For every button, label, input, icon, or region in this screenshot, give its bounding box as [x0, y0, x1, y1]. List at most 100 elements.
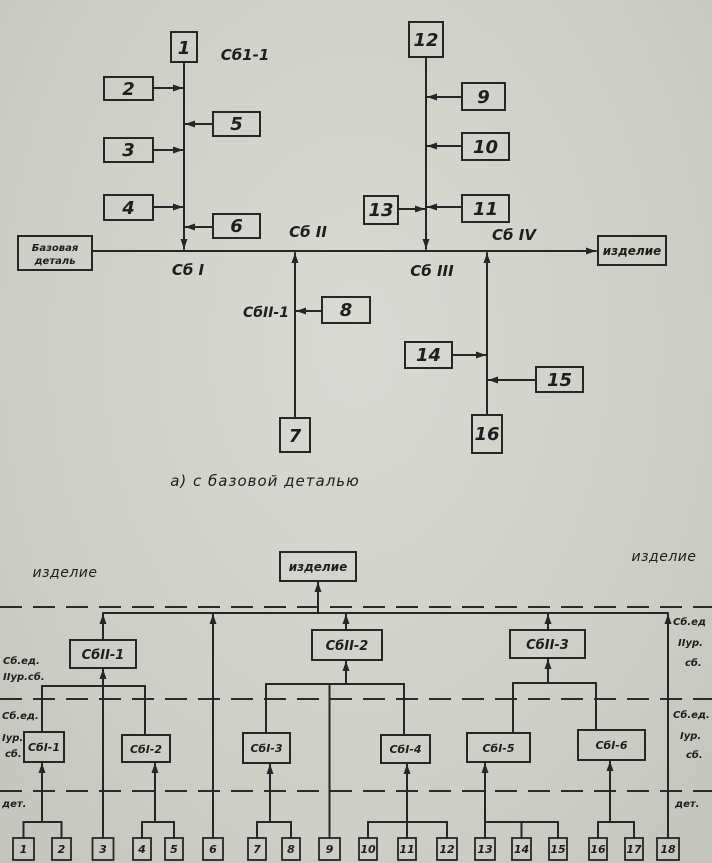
- part-box-13: 13: [474, 837, 496, 861]
- right-level2-label-line3: сб.: [685, 657, 702, 669]
- right-level1-label-line1: Сб.ед.: [673, 709, 710, 721]
- base-part-label-line1: Базовая: [32, 243, 79, 254]
- level1-unit-label: СбI-6: [595, 739, 627, 752]
- part-box-8: 8: [321, 296, 371, 324]
- level2-unit-label: СбII-3: [526, 638, 569, 653]
- product-label: изделие: [603, 244, 662, 258]
- label-sb3: Сб III: [410, 262, 454, 280]
- part-box-9: 9: [461, 82, 506, 111]
- part-number: 14: [514, 843, 529, 856]
- part-number: 2: [122, 79, 135, 100]
- part-box-7: 7: [279, 417, 311, 453]
- level1-unit-label: СбI-4: [389, 743, 421, 756]
- part-number: 12: [413, 30, 438, 51]
- part-number: 1: [20, 843, 28, 856]
- part-box-2: 2: [103, 76, 154, 101]
- label-sb4: Сб IV: [492, 226, 537, 244]
- part-number: 13: [477, 843, 493, 856]
- left-parts-label: дет.: [1, 799, 26, 810]
- part-box-12: 12: [436, 837, 458, 861]
- part-box-10: 10: [461, 132, 510, 161]
- level1-unit-sb1-5: СбI-5: [466, 732, 531, 763]
- label-sb2: Сб II: [289, 223, 327, 241]
- part-number: 11: [473, 199, 498, 220]
- diagram-a-caption: а) с базовой деталью: [170, 472, 360, 490]
- part-box-4: 4: [103, 194, 154, 221]
- part-box-15: 15: [535, 366, 584, 393]
- label-sb2-1: СбII-1: [243, 305, 289, 321]
- part-box-13: 13: [363, 195, 399, 225]
- level2-unit-sb2-2: СбII-2: [311, 629, 383, 661]
- product-box: изделие: [279, 551, 357, 582]
- level1-unit-label: СбI-2: [130, 743, 162, 756]
- part-number: 8: [340, 300, 353, 321]
- part-box-16: 16: [588, 837, 608, 861]
- product-box: изделие: [597, 235, 667, 266]
- part-number: 18: [660, 843, 676, 856]
- level2-unit-label: СбII-1: [82, 648, 125, 663]
- part-number: 14: [416, 345, 441, 366]
- part-number: 3: [99, 843, 107, 856]
- part-number: 6: [209, 843, 217, 856]
- right-parts-label: дет.: [674, 799, 699, 810]
- level2-unit-label: СбII-2: [326, 639, 369, 654]
- part-box-16: 16: [471, 414, 503, 454]
- left-level1-label-line2: Iур.: [2, 733, 23, 744]
- label-sb1-1: Сб1-1: [221, 46, 270, 64]
- right-level1-label-line3: сб.: [686, 749, 703, 761]
- diagram-b-hierarchy: изделие изделие изделие: [0, 549, 712, 861]
- part-number: 1: [178, 38, 191, 59]
- part-number: 9: [326, 843, 334, 856]
- level1-unit-label: СбI-5: [482, 742, 514, 755]
- part-number: 6: [230, 216, 243, 237]
- part-number: 17: [626, 843, 642, 856]
- part-number: 5: [170, 843, 178, 856]
- part-box-1: 1: [170, 31, 198, 63]
- part-box-2: 2: [51, 837, 72, 861]
- part-box-17: 17: [624, 837, 644, 861]
- part-number: 16: [590, 843, 606, 856]
- part-number: 4: [121, 198, 135, 219]
- level1-unit-sb1-6: СбI-6: [577, 729, 646, 761]
- level1-unit-sb1-1: СбI-1: [23, 731, 65, 763]
- left-level-labels: Сб.ед. IIур.сб. Сб.ед. Iур. сб. дет.: [1, 655, 45, 810]
- part-number: 15: [550, 843, 566, 856]
- diagram-a-with-base-part: Базовая деталь изделие 1 2 3 4: [17, 21, 667, 490]
- level2-unit-sb2-3: СбII-3: [509, 629, 586, 659]
- part-number: 16: [474, 424, 499, 445]
- part-box-14: 14: [404, 341, 453, 369]
- part-number: 8: [287, 843, 295, 856]
- right-level-labels: Сб.ед IIур. сб. Сб.ед. Iур. сб. дет.: [673, 616, 710, 810]
- part-box-3: 3: [91, 837, 115, 861]
- left-level1-label-line3: сб.: [5, 748, 22, 760]
- right-level1-label-line2: Iур.: [680, 731, 701, 742]
- right-level2-label-line2: IIур.: [678, 638, 703, 649]
- level1-unit-label: СбI-3: [250, 742, 282, 755]
- part-number: 10: [473, 137, 498, 158]
- part-number: 13: [368, 200, 393, 221]
- label-sb1: Сб I: [172, 261, 205, 279]
- level1-unit-sb1-3: СбI-3: [242, 732, 291, 764]
- part-box-10: 10: [358, 837, 378, 861]
- part-box-6: 6: [212, 213, 261, 239]
- part-number: 11: [399, 843, 414, 856]
- right-level2-label-line1: Сб.ед: [673, 616, 706, 628]
- part-box-11: 11: [461, 194, 510, 223]
- part-number: 7: [253, 843, 261, 856]
- part-box-4: 4: [132, 837, 152, 861]
- base-part-box: Базовая деталь: [17, 235, 93, 271]
- part-number: 15: [547, 370, 572, 391]
- level1-unit-label: СбI-1: [28, 741, 60, 754]
- part-number: 5: [230, 114, 243, 135]
- part-box-5: 5: [212, 111, 261, 137]
- product-label: изделие: [289, 560, 348, 574]
- part-box-9: 9: [318, 837, 341, 861]
- part-box-8: 8: [281, 837, 301, 861]
- part-number: 7: [289, 426, 302, 447]
- level2-unit-sb2-1: СбII-1: [69, 639, 137, 669]
- part-number: 9: [477, 87, 490, 108]
- product-note-left: изделие: [33, 565, 98, 581]
- left-level1-label-line1: Сб.ед.: [2, 710, 39, 722]
- part-box-3: 3: [103, 137, 154, 163]
